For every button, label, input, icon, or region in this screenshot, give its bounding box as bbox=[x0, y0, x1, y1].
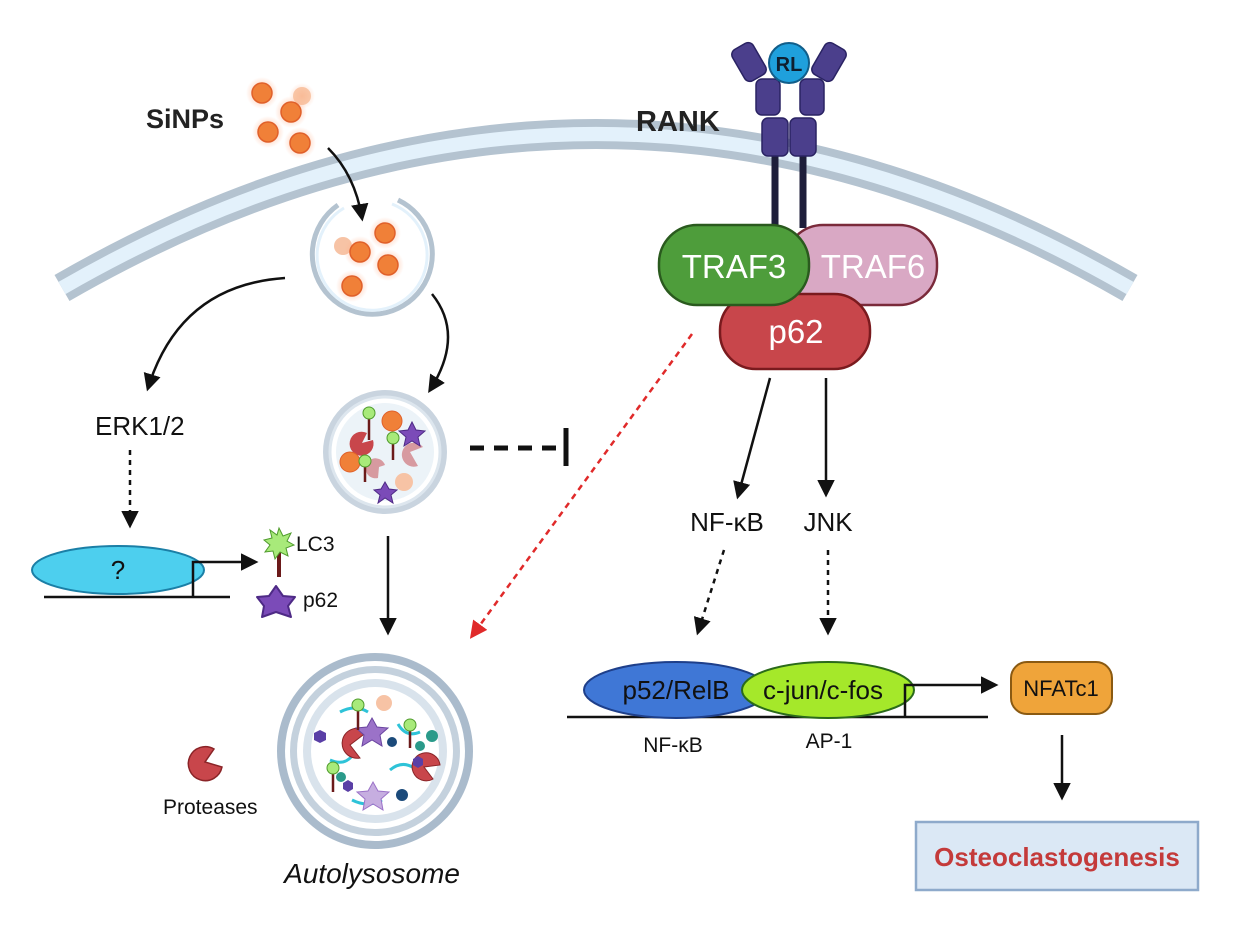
ap1-site-label: AP-1 bbox=[806, 730, 853, 753]
arrow-to-autophagosome bbox=[428, 293, 450, 393]
lc3-icon bbox=[262, 526, 296, 577]
p52relb-label: p52/RelB bbox=[623, 675, 730, 705]
arrow-to-nfkb bbox=[733, 377, 772, 500]
autolysosome bbox=[277, 653, 473, 849]
transcription-arrow-left bbox=[191, 553, 259, 597]
nfatc1-box bbox=[1010, 661, 1113, 715]
unknown-tf-label: ? bbox=[111, 555, 125, 585]
cjun-cfos-label: c-jun/c-fos bbox=[763, 675, 883, 705]
silica-nanoparticles bbox=[246, 77, 316, 159]
autolysosome-label: Autolysosome bbox=[282, 858, 460, 889]
unknown-tf bbox=[31, 545, 205, 595]
outcome-box bbox=[914, 820, 1200, 892]
lc3-label: LC3 bbox=[296, 533, 335, 556]
p62-to-autolysosome-arrow bbox=[469, 333, 694, 639]
p62-complex-label: p62 bbox=[768, 313, 823, 350]
cell-membrane bbox=[54, 119, 1138, 301]
outcome-label: Osteoclastogenesis bbox=[934, 842, 1180, 872]
traf3-label: TRAF3 bbox=[682, 248, 787, 285]
protease-icon bbox=[187, 745, 223, 782]
sinps-label: SiNPs bbox=[146, 104, 224, 134]
proteases-label: Proteases bbox=[163, 796, 258, 819]
uptake-arrow bbox=[327, 147, 369, 222]
traf3-pill bbox=[657, 223, 811, 307]
rank-label: RANK bbox=[636, 106, 720, 138]
rank-receptor bbox=[731, 41, 847, 228]
transcription-arrow-right bbox=[903, 676, 999, 717]
jnk-pathway-label: JNK bbox=[803, 507, 853, 537]
traf6-label: TRAF6 bbox=[821, 248, 926, 285]
autophagosome bbox=[323, 390, 447, 514]
erk-label: ERK1/2 bbox=[95, 411, 185, 441]
rl-label: RL bbox=[776, 54, 803, 76]
p62-star-icon bbox=[256, 585, 296, 618]
nfatc1-label: NFATc1 bbox=[1023, 676, 1098, 701]
nfkb-pathway-label: NF-κB bbox=[690, 507, 764, 537]
cjun-cfos-tf bbox=[741, 661, 915, 719]
nfkb-dotted-arrow bbox=[693, 549, 726, 636]
p62-legend-label: p62 bbox=[303, 589, 338, 612]
nfkb-site-label: NF-κB bbox=[643, 734, 703, 757]
vesicle-nanoparticles bbox=[334, 217, 404, 302]
arrow-to-erk bbox=[143, 276, 286, 392]
